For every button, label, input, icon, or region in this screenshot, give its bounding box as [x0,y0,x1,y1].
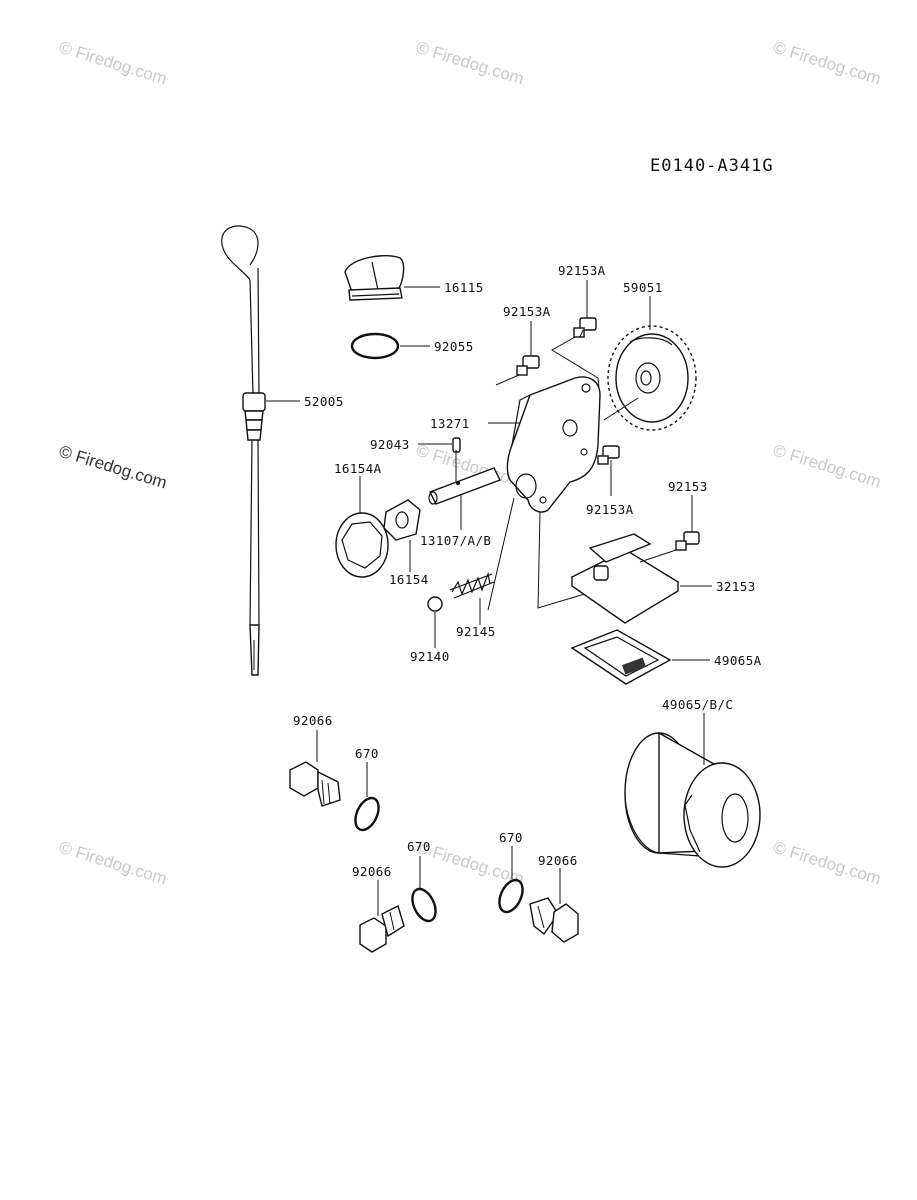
watermark: © Firedog.com [57,38,169,89]
label-670-c: 670 [499,830,523,845]
label-16115: 16115 [444,280,484,295]
o-ring-670-a[interactable] [351,794,383,833]
drain-plug-c[interactable] [529,897,579,943]
bolt-92153a-mid[interactable] [516,355,540,376]
label-92066-b: 92066 [352,864,392,879]
ball-92140[interactable] [427,596,443,612]
dipstick-part[interactable] [221,225,266,676]
inner-rotor-part[interactable] [383,499,421,541]
label-59051: 59051 [623,280,663,295]
label-670-a: 670 [355,746,379,761]
label-92066-a: 92066 [293,713,333,728]
label-49065a: 49065A [714,653,762,668]
label-92153a-low: 92153A [586,502,634,517]
o-ring-670-c[interactable] [495,876,527,915]
drain-plug-a[interactable] [289,761,341,807]
strainer-part[interactable] [570,533,680,624]
label-16154: 16154 [389,572,429,587]
label-92043: 92043 [370,437,410,452]
label-92066-c: 92066 [538,853,578,868]
label-49065: 49065/B/C [662,697,733,712]
label-92153a-mid: 92153A [503,304,551,319]
bolt-92153a-low[interactable] [597,445,620,465]
label-92145: 92145 [456,624,496,639]
bolt-92153a-top[interactable] [573,317,597,338]
label-92140: 92140 [410,649,450,664]
pump-body-part[interactable] [506,376,601,513]
diagram-code: E0140-A341G [650,156,774,176]
label-52005: 52005 [304,394,344,409]
watermark: © Firedog.com [771,38,883,89]
label-16154a: 16154A [334,461,382,476]
label-13271: 13271 [430,416,470,431]
label-32153: 32153 [716,579,756,594]
watermark: © Firedog.com [771,441,883,492]
watermark: © Firedog.com [771,838,883,889]
label-13107: 13107/A/B [420,533,491,548]
pin-92043[interactable] [452,437,461,453]
label-92153: 92153 [668,479,708,494]
watermark: © Firedog.com [414,38,526,89]
bolt-92153[interactable] [675,531,700,551]
filler-cap-part[interactable] [344,255,405,301]
outer-rotor-part[interactable] [335,512,389,578]
pump-gear-part[interactable] [607,325,697,431]
o-ring-92055[interactable] [350,332,400,360]
label-92153a-top: 92153A [558,263,606,278]
filter-screen-part[interactable] [570,629,672,685]
label-92055: 92055 [434,339,474,354]
drain-plug-b[interactable] [359,905,405,953]
o-ring-670-b[interactable] [408,885,440,924]
watermark: © Firedog.com [57,838,169,889]
label-670-b: 670 [407,839,431,854]
watermark-dark: © Firedog.com [57,442,169,493]
spring-92145[interactable] [449,571,495,599]
oil-filter-part[interactable] [624,731,761,868]
shaft-13107[interactable] [428,467,501,505]
